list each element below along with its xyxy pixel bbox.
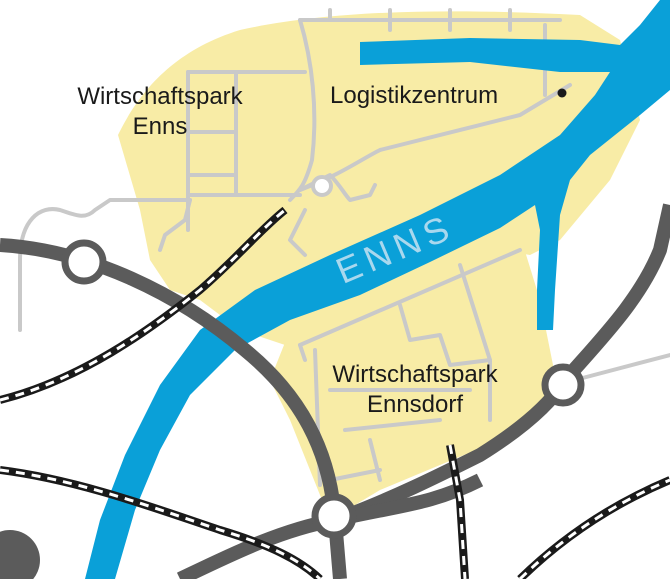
node-circle-icon (541, 363, 585, 407)
label-park-enns-line1: Wirtschaftspark (77, 83, 243, 110)
label-park-ennsdorf: Wirtschaftspark Ennsdorf (290, 360, 540, 420)
label-park-enns-line2: Enns (132, 113, 188, 140)
label-park-ennsdorf-line2: Ennsdorf (366, 391, 464, 418)
industrial-zone-south (270, 235, 555, 520)
node-circle-icon (61, 239, 107, 285)
river-enns (85, 0, 670, 579)
railways (0, 206, 670, 579)
node-circle-icon (311, 493, 357, 539)
label-logistics: Logistikzentrum (330, 82, 499, 109)
node-circle-icon (311, 175, 333, 197)
label-park-ennsdorf-line1: Wirtschaftspark (332, 361, 498, 388)
label-park-enns: Wirtschaftspark Enns (40, 82, 280, 142)
location-dot-icon (557, 88, 567, 98)
node-circle-icon (0, 530, 40, 579)
industrial-zone-north (118, 11, 640, 350)
